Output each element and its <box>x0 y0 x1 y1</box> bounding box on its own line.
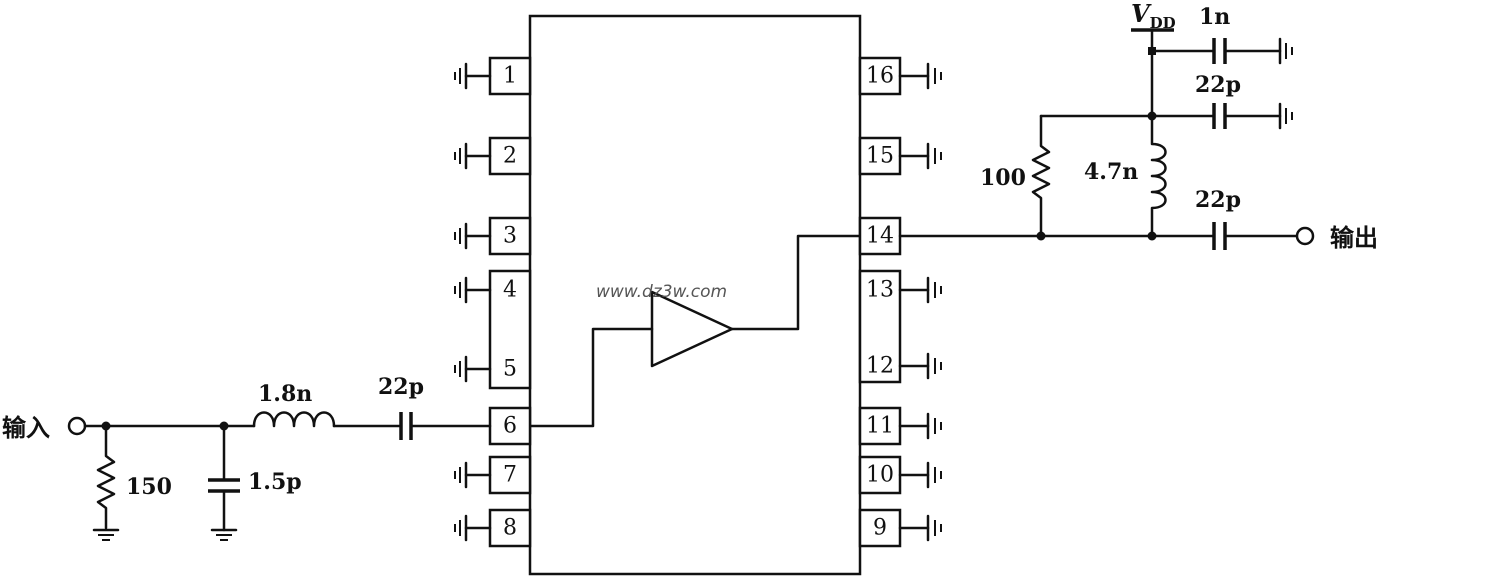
pin-8: 8 <box>488 508 532 548</box>
junction-dot <box>1147 231 1157 241</box>
pin-bracket-12-13 <box>858 269 902 384</box>
pin-2: 2 <box>488 136 532 176</box>
svg-text:7: 7 <box>503 463 517 488</box>
series-inductor-1.8n <box>252 411 336 428</box>
pin-11: 11 <box>858 406 902 446</box>
right-pin-grounds <box>898 62 942 542</box>
resistor-100-label: 100 <box>980 165 1026 191</box>
left-pin-grounds <box>454 62 492 542</box>
capacitor-1.5p-label: 1.5p <box>248 469 302 495</box>
svg-text:9: 9 <box>873 516 887 541</box>
ground-icon <box>92 528 120 541</box>
input-label: 输入 <box>2 414 50 442</box>
svg-text:1: 1 <box>503 64 517 89</box>
svg-text:10: 10 <box>866 463 894 488</box>
bias-inductor-4.7n <box>1150 114 1167 238</box>
ground-icon <box>454 461 492 489</box>
pin-5: 5 <box>503 357 517 382</box>
ground-icon <box>454 514 492 542</box>
watermark: www.dz3w.com <box>596 282 727 302</box>
svg-text:2: 2 <box>503 144 517 169</box>
ground-icon <box>898 62 942 90</box>
output-terminal <box>1295 226 1315 246</box>
ground-icon <box>898 514 942 542</box>
input-capacitor-22p-label: 22p <box>378 374 424 400</box>
pin-1: 1 <box>488 56 532 96</box>
ground-icon <box>210 528 238 541</box>
vdd-label: VDD <box>1131 0 1176 32</box>
pin-10: 10 <box>858 455 902 495</box>
output-capacitor-22p-label: 22p <box>1195 187 1241 213</box>
pin-9: 9 <box>858 508 902 548</box>
inductor-1.8n-label: 1.8n <box>258 381 312 407</box>
ground-icon <box>898 276 942 304</box>
inductor-4.7n-label: 4.7n <box>1084 159 1138 185</box>
pin-16: 16 <box>858 56 902 96</box>
svg-text:5: 5 <box>503 357 517 382</box>
shunt-resistor-150 <box>96 424 116 530</box>
ground-icon <box>454 276 492 304</box>
bypass-22p-label: 22p <box>1195 72 1241 98</box>
svg-text:4: 4 <box>503 278 517 303</box>
pin-13: 13 <box>866 278 894 303</box>
ground-icon <box>454 222 492 250</box>
bias-resistor-100 <box>1031 114 1051 238</box>
svg-text:6: 6 <box>503 414 517 439</box>
pin-14: 14 <box>858 216 902 256</box>
ground-icon <box>1278 102 1293 130</box>
pin-bracket-4-5 <box>488 269 532 390</box>
amp-output-wire <box>730 234 862 331</box>
ground-icon <box>898 412 942 440</box>
ground-icon <box>1278 37 1293 65</box>
input-terminal <box>67 416 87 436</box>
pin-15: 15 <box>858 136 902 176</box>
svg-text:14: 14 <box>866 224 894 249</box>
ground-icon <box>454 62 492 90</box>
ground-icon <box>898 142 942 170</box>
svg-text:13: 13 <box>866 278 894 303</box>
pin-3: 3 <box>488 216 532 256</box>
junction-dot <box>1036 231 1046 241</box>
amp-input-wire <box>528 327 654 428</box>
svg-text:3: 3 <box>503 224 517 249</box>
pin-7: 7 <box>488 455 532 495</box>
pin-6: 6 <box>488 406 532 446</box>
left-pins: 1 2 3 4 5 6 7 8 <box>488 56 532 548</box>
svg-text:16: 16 <box>866 64 894 89</box>
pin-4: 4 <box>503 278 517 303</box>
svg-text:15: 15 <box>866 144 894 169</box>
ground-icon <box>898 352 942 380</box>
bypass-1n-label: 1n <box>1199 4 1230 30</box>
svg-text:12: 12 <box>866 354 894 379</box>
pin-12: 12 <box>866 354 894 379</box>
ic-body <box>528 14 862 576</box>
ground-icon <box>898 461 942 489</box>
svg-text:11: 11 <box>866 414 894 439</box>
right-pins: 16 15 14 13 12 11 10 9 <box>858 56 902 548</box>
resistor-150-label: 150 <box>126 474 172 500</box>
ground-icon <box>454 142 492 170</box>
output-label: 输出 <box>1330 224 1378 252</box>
ground-icon <box>454 355 492 383</box>
svg-text:8: 8 <box>503 516 517 541</box>
